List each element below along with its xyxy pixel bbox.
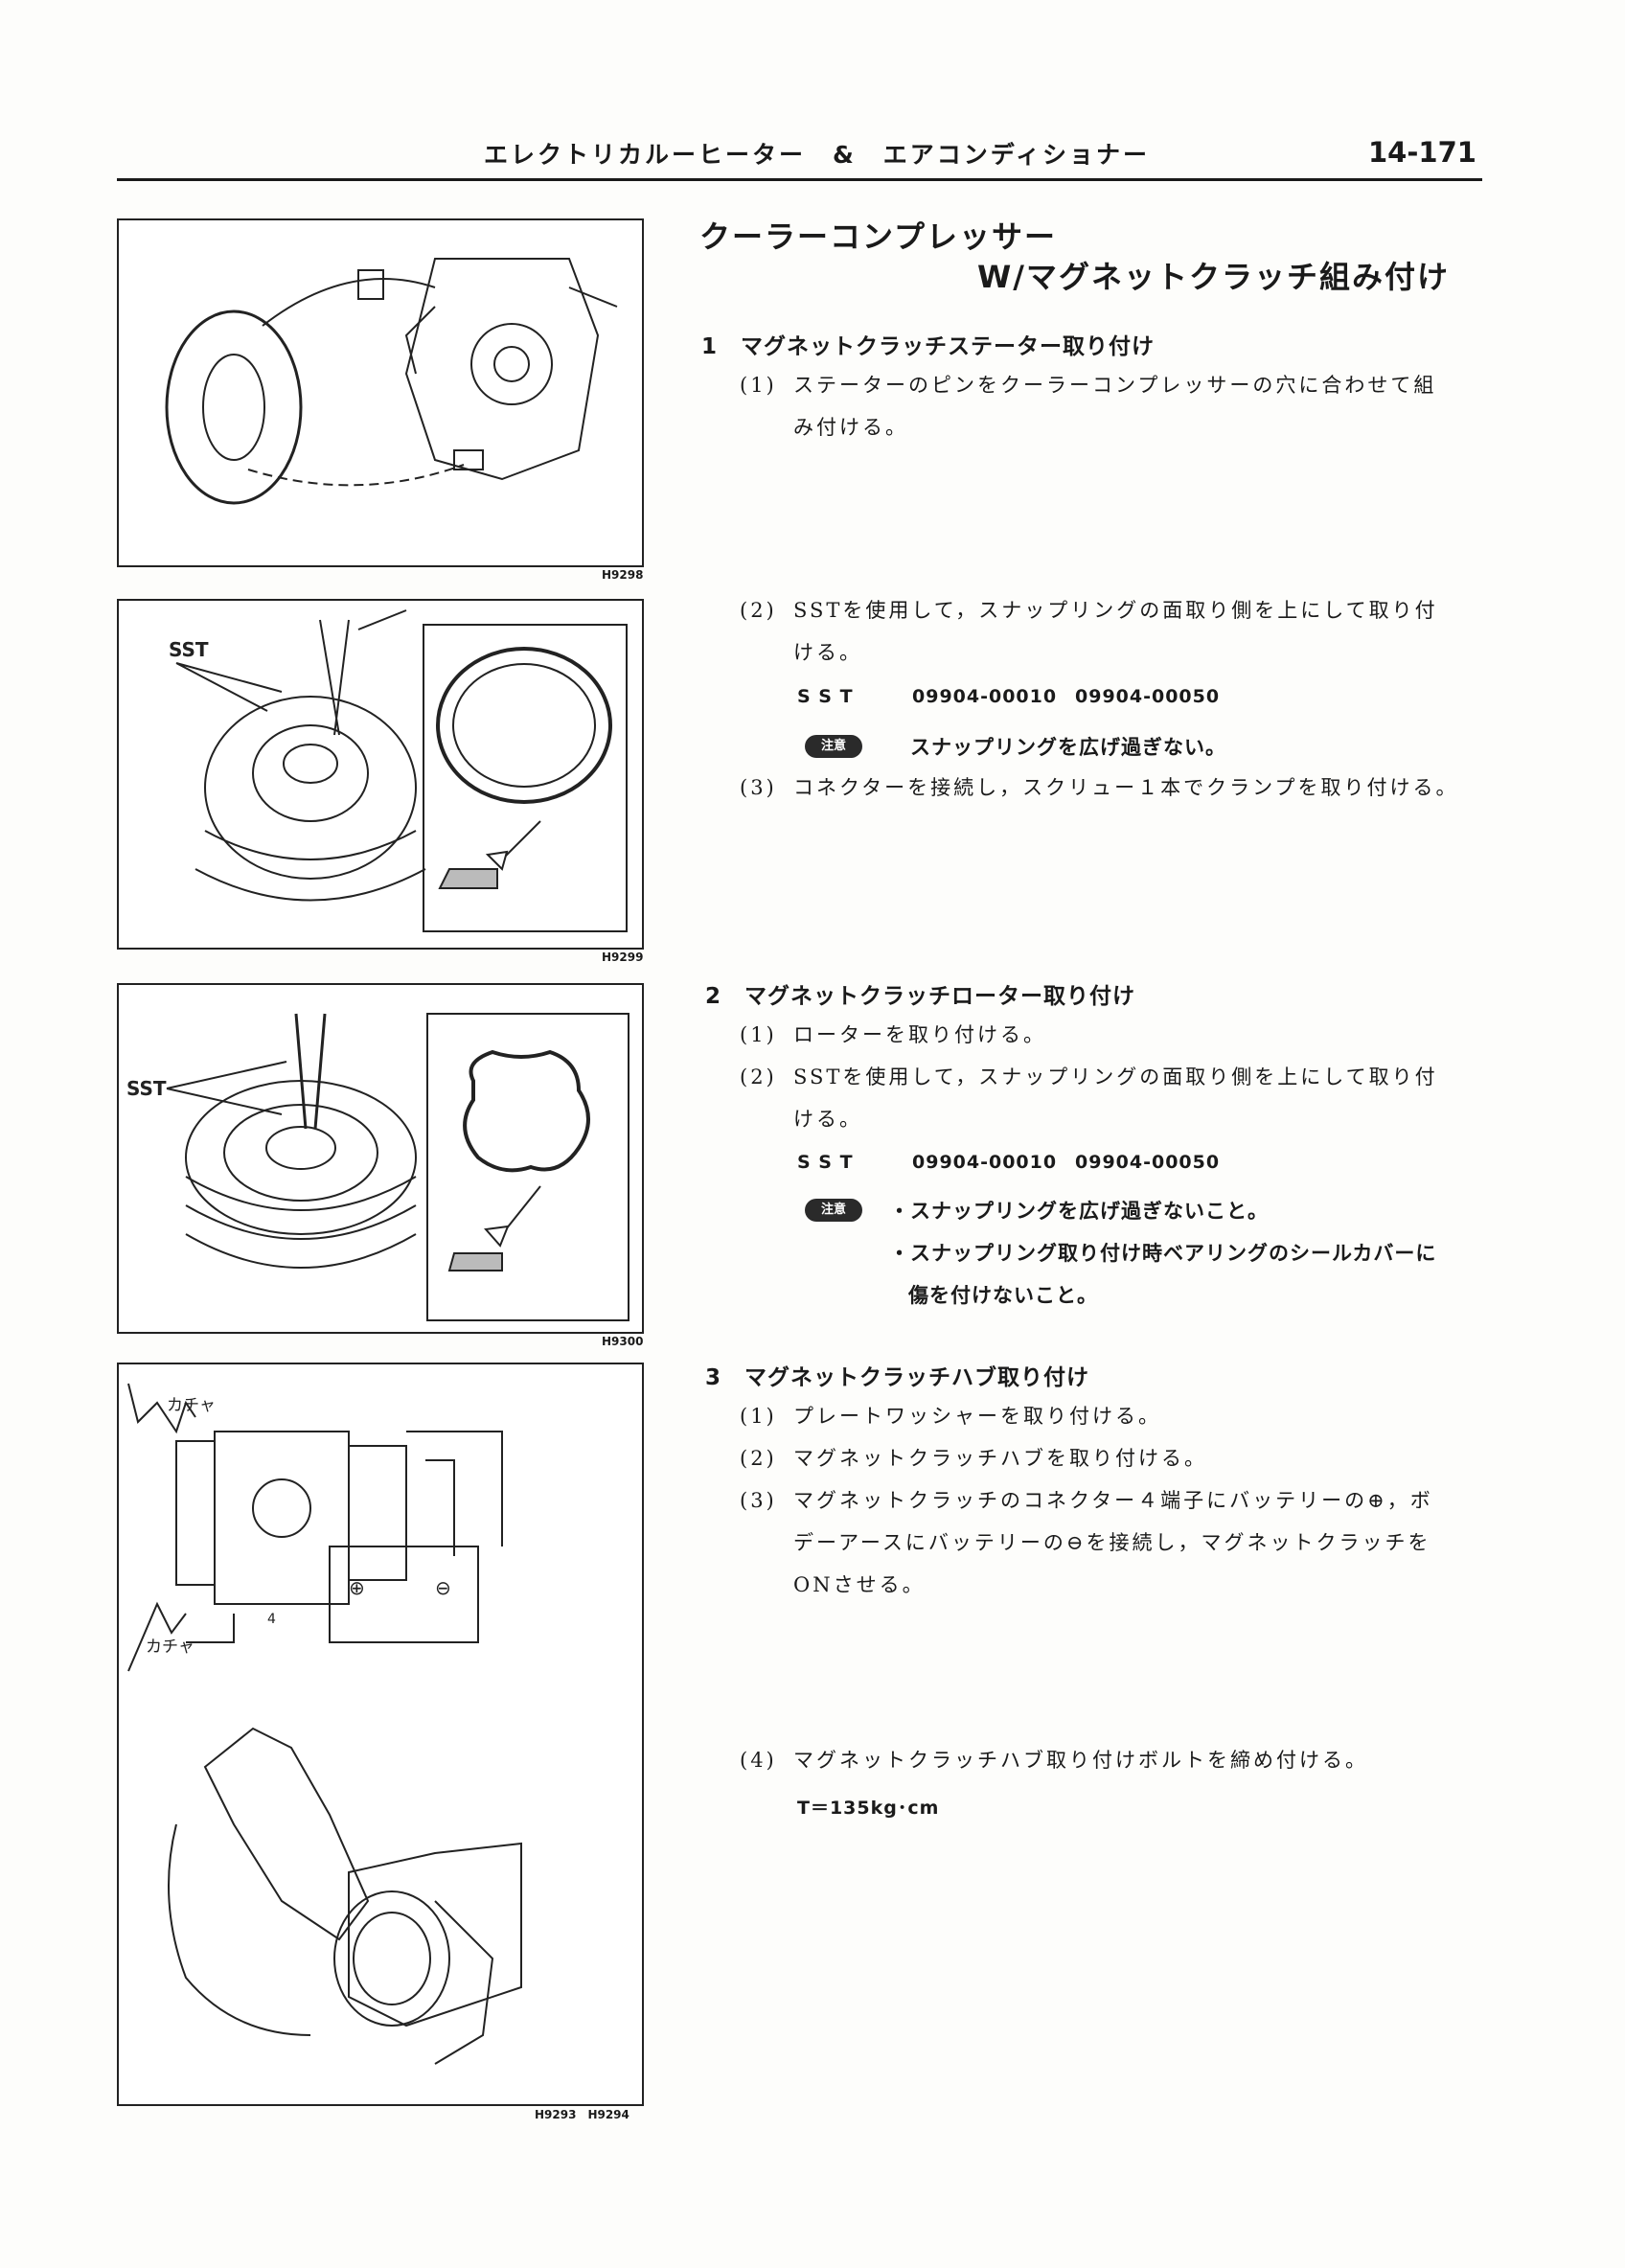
click-sound-label: カチャ <box>167 1396 216 1415</box>
stator-illustration <box>165 258 656 505</box>
section-title: クーラーコンプレッサー <box>699 218 1058 255</box>
step-2-item-2-number: (2) <box>740 1065 777 1088</box>
snapring-illustration: SST <box>169 609 628 932</box>
step-3-item-3-text: マグネットクラッチのコネクター４端子にバッテリーの⊕，ボ <box>793 1489 1433 1512</box>
step-1-item-1-text: ステーターのピンをクーラーコンプレッサーの穴に合わせて組 <box>793 374 1437 397</box>
step-1-title: 1 マグネットクラッチステーター取り付け <box>701 334 1156 359</box>
figure-hub-install: カチャ ⊕ ⊖ 4 カチャ <box>117 1363 644 2106</box>
caution-badge: 注意 <box>805 1199 862 1222</box>
sst-part-number: 09904-00050 <box>1075 1152 1221 1173</box>
step-1-item-2-text-cont: ける。 <box>793 641 862 664</box>
step-3-item-4-text: マグネットクラッチハブ取り付けボルトを締め付ける。 <box>793 1749 1368 1772</box>
sst-label: S S T <box>797 686 854 707</box>
step-2-item-2-text: SSTを使用して，スナップリングの面取り側を上にして取り付 <box>793 1065 1438 1088</box>
caution-text: ・スナップリング取り付け時ベアリングのシールカバーに <box>889 1242 1437 1265</box>
step-2-item-2-text-cont: ける。 <box>793 1108 862 1131</box>
step-1-item-3-number: (3) <box>740 776 777 799</box>
caution-text-cont: 傷を付けないこと。 <box>908 1284 1098 1307</box>
battery-plus-label: ⊕ <box>349 1576 365 1599</box>
step-3-item-4-number: (4) <box>740 1749 777 1772</box>
rotor-illustration: SST <box>126 1013 629 1321</box>
section-subtitle: W/マグネットクラッチ組み付け <box>977 259 1450 295</box>
step-1-item-1-number: (1) <box>740 374 777 397</box>
step-1-item-2-text: SSTを使用して，スナップリングの面取り側を上にして取り付 <box>793 599 1438 622</box>
caution-badge: 注意 <box>805 735 862 758</box>
step-1-item-2-number: (2) <box>740 599 777 622</box>
step-3-item-2-number: (2) <box>740 1447 777 1470</box>
step-2-item-1-number: (1) <box>740 1023 777 1046</box>
step-3-item-3-text-cont: ONさせる。 <box>793 1573 926 1596</box>
step-3-title: 3 マグネットクラッチハブ取り付け <box>705 1365 1090 1390</box>
step-3-item-3-text-cont: デーアースにバッテリーの⊖を接続し，マグネットクラッチを <box>793 1531 1431 1554</box>
step-2-item-1-text: ローターを取り付ける。 <box>793 1023 1046 1046</box>
caution-text: ・スナップリングを広げ過ぎないこと。 <box>889 1200 1269 1223</box>
step-1-item-1-text-cont: み付ける。 <box>793 416 908 439</box>
sst-label: SST <box>126 1077 167 1100</box>
battery-minus-label: ⊖ <box>435 1576 451 1599</box>
header-title: エレクトリカルーヒーター & エアコンディショナー <box>484 141 1151 169</box>
figure-id: H9298 <box>602 568 644 582</box>
sst-part-number: 09904-00050 <box>1075 686 1221 707</box>
step-3-item-2-text: マグネットクラッチハブを取り付ける。 <box>793 1447 1207 1470</box>
figure-id: H9299 <box>602 951 644 964</box>
step-3-item-1-number: (1) <box>740 1405 777 1428</box>
figure-stator <box>117 218 656 567</box>
hub-illustration: カチャ ⊕ ⊖ 4 カチャ <box>127 1383 522 2065</box>
page-number: 14-171 <box>1368 136 1476 169</box>
terminal-label: 4 <box>267 1612 276 1627</box>
figure-stator-snapring: SST <box>117 599 644 950</box>
caution-text: スナップリングを広げ過ぎない。 <box>910 736 1226 759</box>
step-1-item-3-text: コネクターを接続し，スクリュー１本でクランプを取り付ける。 <box>793 776 1459 799</box>
sst-label: SST <box>169 638 209 661</box>
figure-id: H9300 <box>602 1335 644 1348</box>
click-sound-label: カチャ <box>146 1638 195 1657</box>
figure-id: H9293 H9294 <box>535 2108 629 2121</box>
step-2-title: 2 マグネットクラッチローター取り付け <box>705 984 1136 1009</box>
sst-part-number: 09904-00010 <box>912 1152 1058 1173</box>
torque-spec: T＝135kg･cm <box>797 1798 940 1819</box>
step-3-item-3-number: (3) <box>740 1489 777 1512</box>
sst-label: S S T <box>797 1152 854 1173</box>
step-3-item-1-text: プレートワッシャーを取り付ける。 <box>793 1405 1161 1428</box>
header-divider <box>117 178 1482 181</box>
sst-part-number: 09904-00010 <box>912 686 1058 707</box>
figure-rotor-snapring: SST <box>117 983 644 1334</box>
